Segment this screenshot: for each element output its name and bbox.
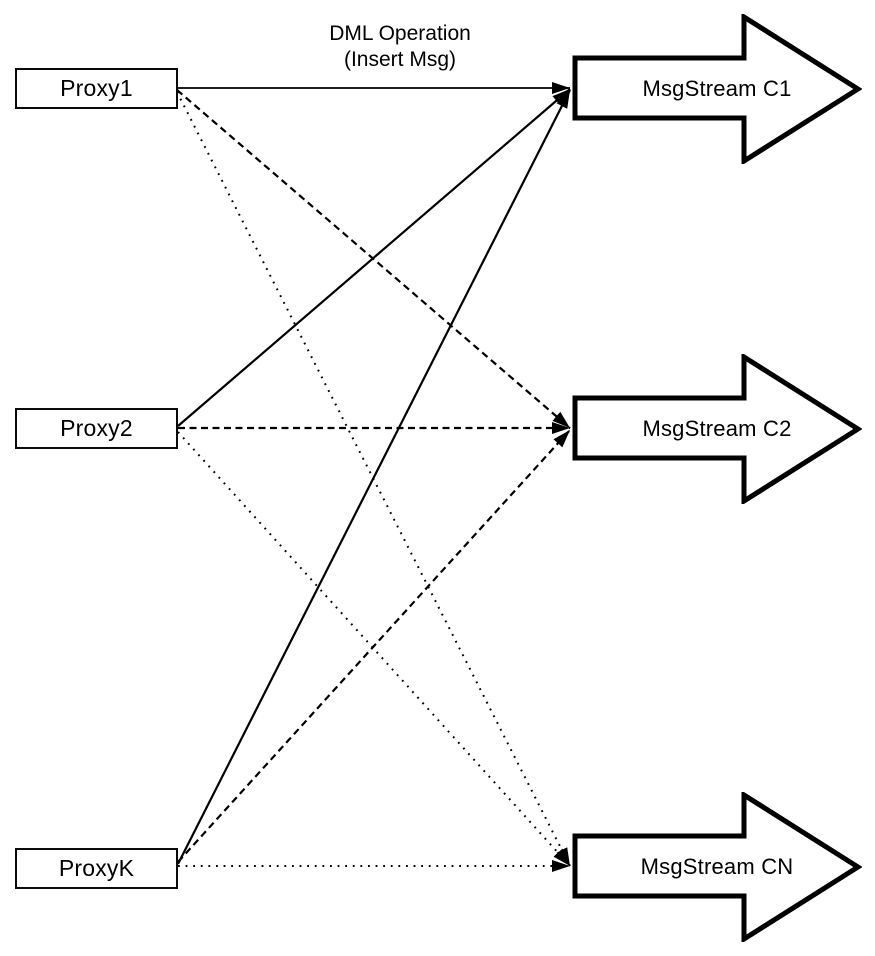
node-proxy2-label: Proxy2: [60, 415, 133, 441]
block-arrow-icon: [572, 354, 862, 504]
node-proxy1: Proxy1: [15, 68, 178, 109]
node-msgstream-cn: MsgStream CN: [572, 792, 862, 942]
connector-proxyk-msgstream-c1: [177, 89, 571, 865]
connector-proxy2-msgstream-c1: [177, 88, 571, 427]
node-proxy1-label: Proxy1: [60, 75, 133, 101]
connector-proxyk-msgstream-c2: [177, 429, 571, 863]
dml-operation-label: DML Operation (Insert Msg): [250, 21, 550, 73]
dml-operation-line2: (Insert Msg): [343, 48, 456, 71]
node-msgstream-c2: MsgStream C2: [572, 354, 862, 504]
node-msgstream-c1: MsgStream C1: [572, 14, 862, 164]
node-proxy2: Proxy2: [15, 408, 178, 449]
node-proxyk-label: ProxyK: [58, 855, 135, 881]
block-arrow-icon: [572, 792, 862, 942]
block-arrow-icon: [572, 14, 862, 164]
dml-operation-line1: DML Operation: [329, 22, 471, 45]
node-proxyk: ProxyK: [15, 848, 178, 889]
connector-proxy2-msgstream-cn: [177, 431, 571, 867]
